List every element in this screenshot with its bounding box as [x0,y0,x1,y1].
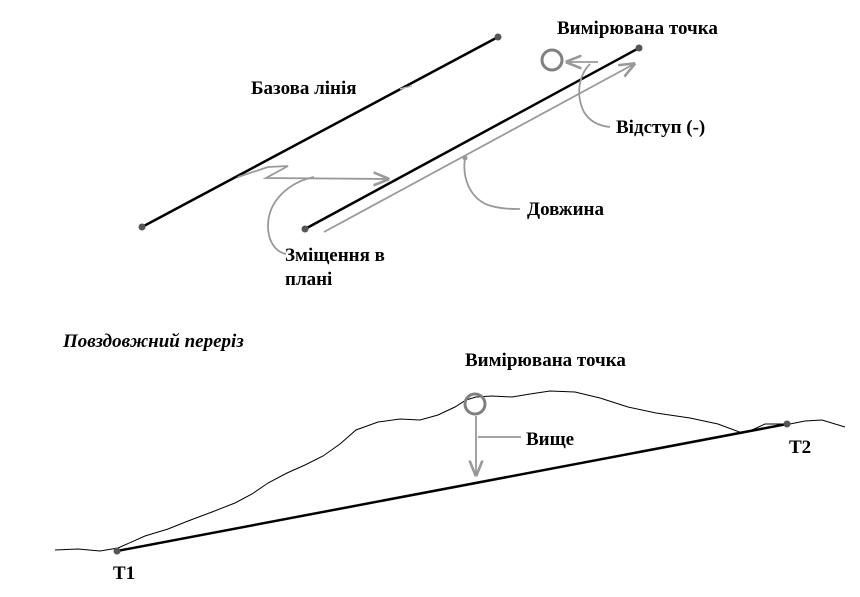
measured-point-profile [463,392,487,416]
above-label: Вище [526,429,574,450]
length-arrow [323,64,634,233]
plan-shifted-line-end-point [635,44,643,52]
t1-point [113,547,121,555]
measured-point-plan [540,48,564,72]
plan-view: Вимірювана точка Базова лінія Відступ (-… [138,18,718,290]
baseline-label: Базова лінія [251,78,357,99]
t2-point [783,420,791,428]
length-leader-dot [462,155,468,161]
plan-shift-leader [267,176,315,255]
length-leader [463,157,521,210]
plan-shift-label-line2: плані [285,269,332,290]
t1-label: Т1 [113,563,135,584]
design-line-t1-t2 [116,422,788,553]
offset-leader [578,63,611,128]
terrain-line [54,390,846,552]
length-label: Довжина [527,199,604,220]
measured-point-label-profile: Вимірювана точка [465,350,626,371]
measured-point-label-plan: Вимірювана точка [557,18,718,39]
baseline-end-point [494,33,502,41]
offset-label: Відступ (-) [616,117,705,138]
baseline-label-tick [399,85,413,90]
baseline-start-point [138,223,146,231]
t2-label: Т2 [789,437,811,458]
plan-shifted-line [304,46,640,231]
baseline-line [141,35,499,229]
plan-shifted-line-start-point [301,225,309,233]
profile-view: Повздовжний переріз Вимірювана точка Вищ… [54,331,846,584]
section-title: Повздовжний переріз [62,331,244,352]
plan-shift-label-line1: Зміщення в [285,245,385,266]
